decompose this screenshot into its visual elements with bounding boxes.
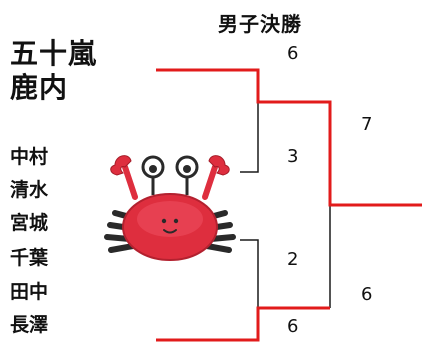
loser-line-lower (240, 239, 259, 308)
team-middle-name-3: 宮城 (10, 212, 49, 234)
winner-lines (156, 68, 422, 342)
loser-lines (240, 102, 331, 308)
score-semi-top: 7 (361, 114, 373, 135)
team-top-name-2: 鹿内 (10, 71, 69, 104)
team-bottom-name-2: 田中 (10, 281, 49, 303)
team-middle-name-1: 中村 (10, 146, 49, 168)
loser-line-middle (240, 102, 259, 173)
score-top-team: 6 (287, 43, 299, 64)
winner-line-bottom (156, 306, 330, 342)
score-bottom-team: 6 (287, 316, 299, 337)
page-title: 男子決勝 (218, 12, 302, 36)
crab-icon (95, 145, 245, 265)
team-bottom-name-1: 千葉 (10, 247, 49, 269)
score-middle-team: 3 (287, 146, 299, 167)
score-semi-bottom: 6 (361, 284, 373, 305)
winner-line-top (156, 68, 422, 207)
team-bottom-name-3: 長澤 (10, 314, 49, 336)
team-top-name-1: 五十嵐 (10, 37, 98, 70)
team-middle-name-2: 清水 (10, 179, 49, 201)
score-lower-team: 2 (287, 249, 299, 270)
